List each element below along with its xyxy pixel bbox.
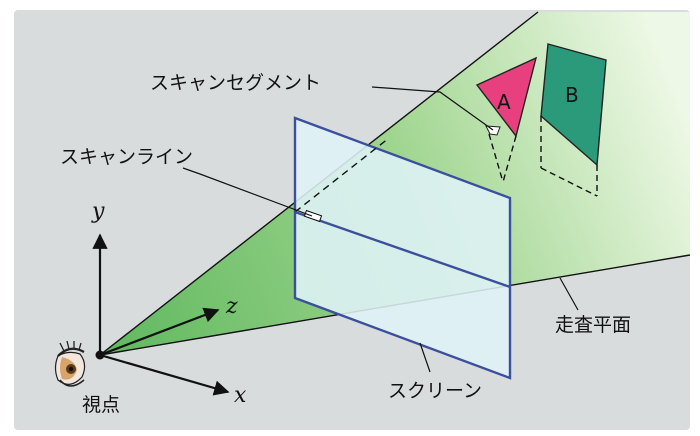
- scan-line: [294, 210, 511, 289]
- polygon-a-dash-left: [488, 133, 504, 183]
- z-axis: [99, 307, 220, 357]
- scan-segment-label: スキャンセグメント: [150, 72, 321, 94]
- scan-plane-label: 走査平面: [555, 314, 631, 336]
- y-axis-label: y: [91, 199, 105, 224]
- scan-line-label: スキャンライン: [60, 146, 193, 168]
- screen-label: スクリーン: [388, 380, 482, 402]
- polygon-a-label: A: [497, 90, 511, 114]
- screen: [293, 116, 512, 380]
- z-axis-label: z: [225, 294, 238, 319]
- plane-edge-behind-screen: [294, 137, 390, 213]
- polygon-b-dash-bottom: [540, 167, 598, 197]
- polygon-a-dash-right: [502, 135, 517, 183]
- viewpoint-origin: [95, 350, 105, 360]
- scan-segment-marker: [485, 125, 501, 136]
- screen-leader: [419, 342, 431, 373]
- x-axis-label: x: [234, 383, 247, 408]
- polygon-b-label: B: [565, 83, 579, 107]
- viewpoint-label: 視点: [82, 394, 120, 416]
- eye-icon: [54, 340, 86, 387]
- scan-segment-leader: [371, 86, 494, 131]
- scan-plane-leader: [559, 277, 579, 311]
- polygon-a: [475, 56, 538, 138]
- scan-line-leader: [182, 167, 313, 217]
- x-axis: [99, 353, 230, 396]
